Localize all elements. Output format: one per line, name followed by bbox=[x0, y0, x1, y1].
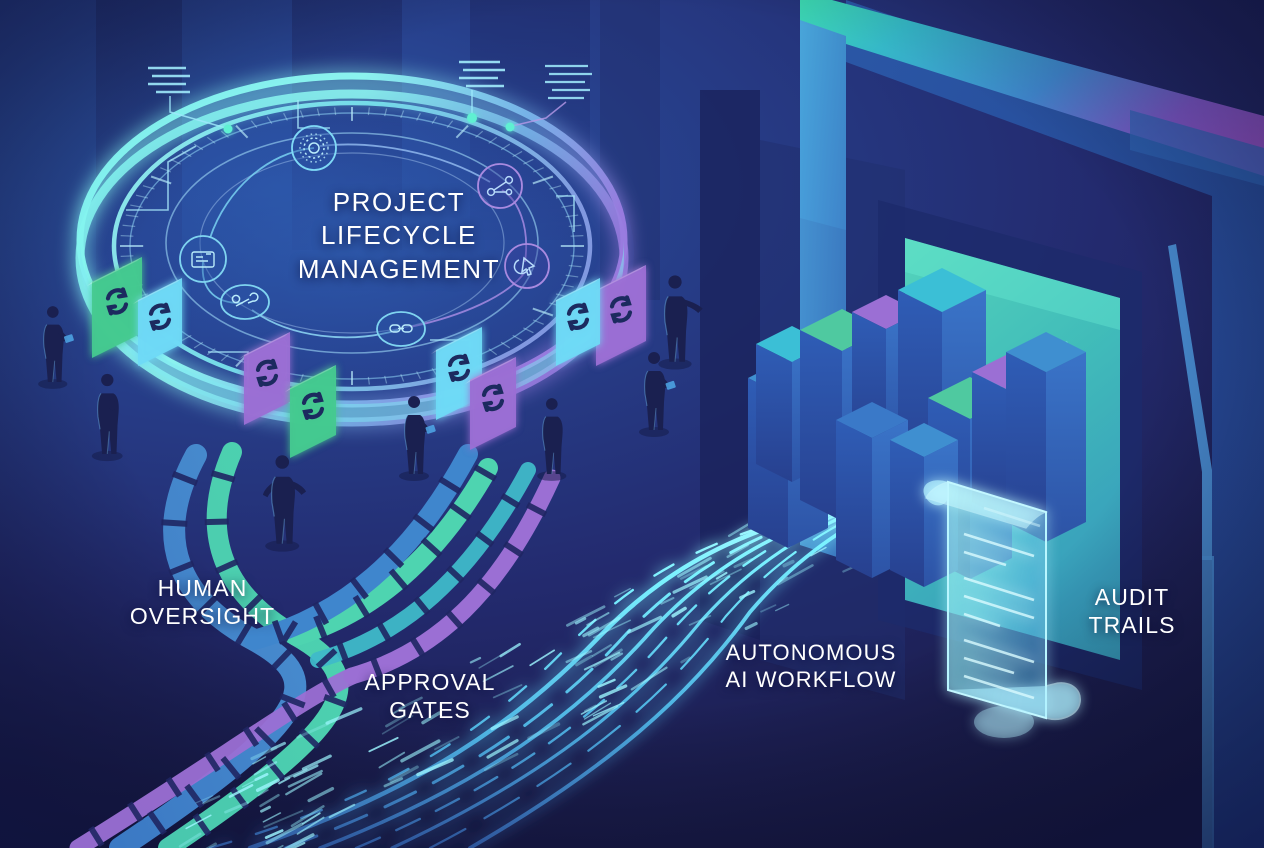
node-chain[interactable] bbox=[376, 311, 426, 347]
road-tile-gaps bbox=[88, 464, 548, 848]
person-silhouette bbox=[658, 275, 703, 370]
cycle-refresh-icon bbox=[447, 353, 471, 382]
callout-left bbox=[148, 66, 233, 134]
wrench-tools-icon bbox=[231, 292, 259, 307]
scroll-body bbox=[923, 480, 1081, 738]
person-silhouette bbox=[399, 396, 436, 481]
approval-gate[interactable] bbox=[285, 365, 336, 458]
document-list-icon bbox=[191, 251, 215, 268]
person-silhouette bbox=[639, 352, 676, 437]
approval-gate[interactable] bbox=[133, 278, 182, 366]
node-review[interactable] bbox=[504, 243, 550, 289]
hud-callouts bbox=[148, 60, 592, 134]
approval-gate[interactable] bbox=[87, 257, 142, 358]
approval-gate[interactable] bbox=[239, 332, 290, 425]
compute-block bbox=[1006, 332, 1086, 542]
person-silhouette bbox=[91, 373, 123, 462]
node-document[interactable] bbox=[179, 235, 227, 283]
approval-gate[interactable] bbox=[591, 265, 646, 366]
person-silhouette bbox=[38, 306, 74, 389]
approval-gate[interactable] bbox=[551, 278, 600, 366]
person-silhouette bbox=[262, 455, 307, 552]
chain-link-icon bbox=[389, 324, 413, 333]
cycle-refresh-icon bbox=[301, 391, 325, 420]
person-silhouette bbox=[537, 398, 567, 481]
node-settings[interactable] bbox=[291, 125, 337, 171]
cycle-refresh-icon bbox=[566, 302, 590, 331]
approval-gate[interactable] bbox=[465, 357, 516, 450]
cycle-refresh-icon bbox=[481, 383, 505, 412]
cycle-refresh-icon bbox=[105, 287, 129, 316]
ring-icon-nodes bbox=[179, 125, 550, 347]
cycle-refresh-icon bbox=[255, 358, 279, 387]
gear-icon bbox=[299, 133, 329, 163]
cycle-refresh-icon bbox=[609, 295, 633, 324]
callout-right bbox=[505, 64, 592, 132]
node-tools[interactable] bbox=[220, 284, 270, 320]
callout-center bbox=[459, 60, 505, 123]
cursor-click-icon bbox=[513, 256, 536, 276]
network-link-icon bbox=[486, 175, 514, 197]
cycle-refresh-icon bbox=[148, 302, 172, 331]
node-workflow[interactable] bbox=[477, 163, 523, 209]
scroll-text-lines bbox=[963, 506, 1041, 700]
